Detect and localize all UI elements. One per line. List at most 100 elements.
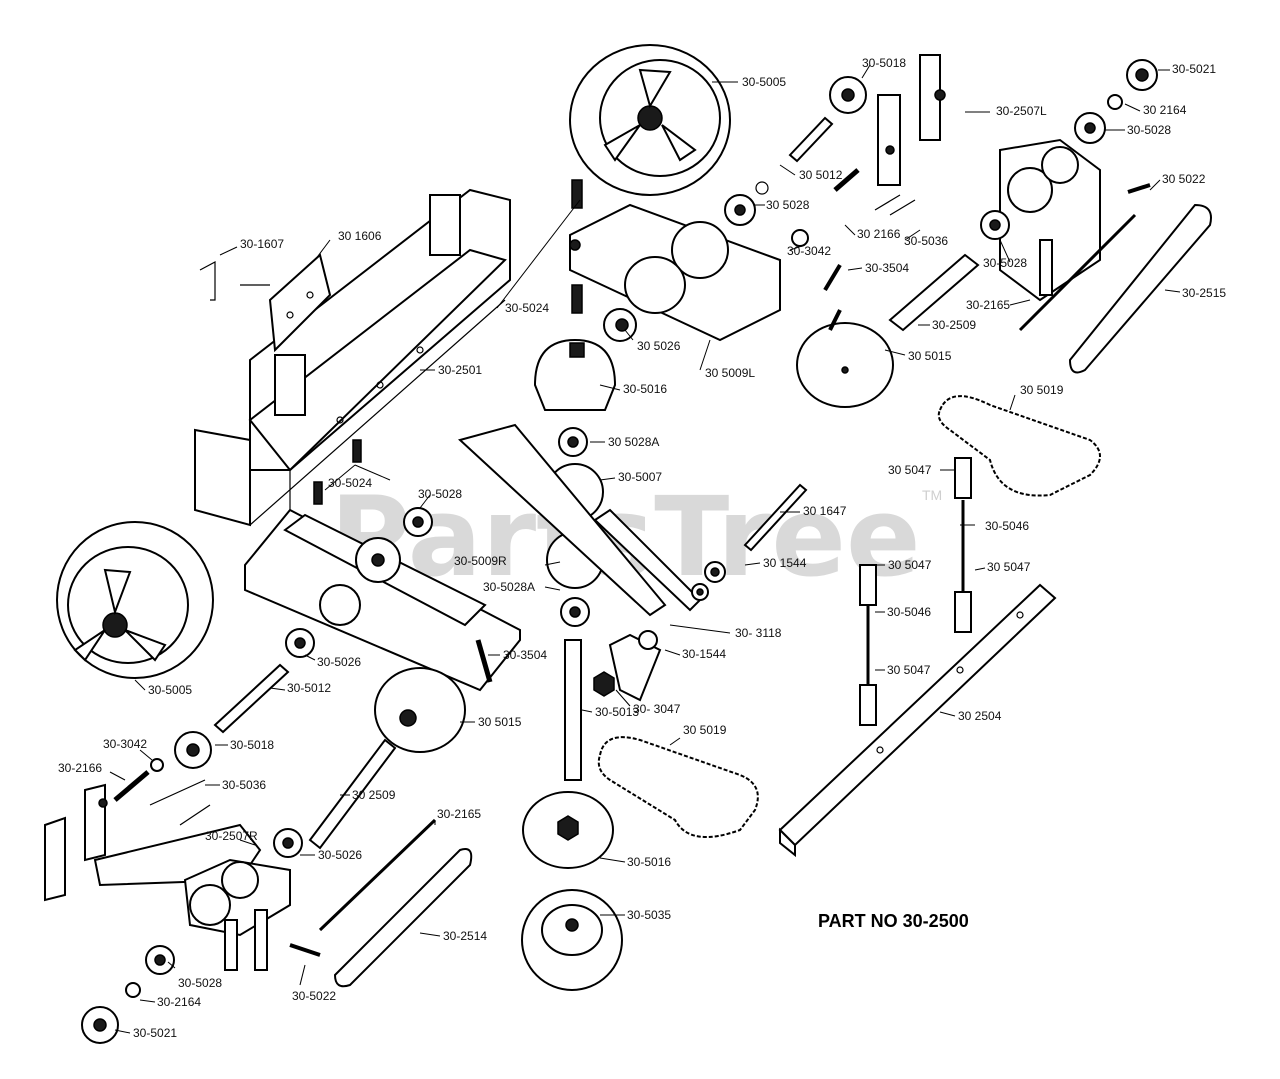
roller-5028-a [724, 194, 756, 226]
roller-5028-top-right [1074, 112, 1106, 144]
label-30-5028-bottom: 30-5028 [178, 976, 222, 990]
label-30-5047-right: 30 5047 [987, 560, 1031, 574]
sprocket-1544-a [704, 561, 726, 583]
label-30-5028-center: 30-5028 [418, 487, 462, 501]
sprocket-5021-bottom [81, 1006, 119, 1044]
label-30-5018-left: 30-5018 [230, 738, 274, 752]
label-30-5016-top: 30-5016 [623, 382, 667, 396]
label-30-5005-left: 30-5005 [148, 683, 192, 697]
label-30-3504-left: 30-3504 [503, 648, 547, 662]
label-30-5028A-center: 30-5028A [483, 580, 535, 594]
label-30-5046-center: 30-5046 [887, 605, 931, 619]
label-30-5022-top: 30 5022 [1162, 172, 1206, 186]
roller-5026-a [603, 308, 637, 342]
bolt-3504-left [475, 639, 493, 683]
label-30-5047-top: 30 5047 [888, 463, 932, 477]
label-30-5028-top-center: 30 5028 [766, 198, 810, 212]
label-30-2507L: 30-2507L [996, 104, 1047, 118]
spring-stack-center [859, 564, 877, 726]
housing-right-bottom [183, 858, 291, 971]
arm-assembly [457, 423, 702, 617]
label-30-2509-top: 30-2509 [932, 318, 976, 332]
label-30-5007: 30-5007 [618, 470, 662, 484]
sprocket-5018-top [829, 76, 867, 114]
label-30-2514: 30-2514 [443, 929, 487, 943]
label-30-5026-bottom: 30-5026 [318, 848, 362, 862]
plate-1606 [268, 253, 332, 353]
label-30-5015-top: 30 5015 [908, 349, 952, 363]
label-30-3118: 30- 3118 [735, 626, 782, 640]
housing-5009L [569, 203, 781, 342]
disc-5015-left [374, 667, 466, 753]
pulley-center-b [319, 584, 361, 626]
part-number-title: PART NO 30-2500 [818, 911, 969, 931]
roller-5028-right-mid [980, 210, 1010, 240]
sprocket-5018-left [174, 731, 212, 769]
label-30-1607: 30-1607 [240, 237, 284, 251]
label-30-2507R: 30-2507R [205, 829, 258, 843]
spring-5036-left [149, 779, 211, 826]
label-30-2166-top: 30 2166 [857, 227, 901, 241]
label-30-5026-left: 30-5026 [317, 655, 361, 669]
label-30-2164-top: 30 2164 [1143, 103, 1187, 117]
wheel-5005-left [56, 521, 214, 679]
nut-3047 [593, 671, 615, 697]
disc-5015-top [796, 322, 894, 408]
label-30-5024-top: 30-5024 [505, 301, 549, 315]
link-5013 [564, 639, 582, 781]
bolt-1647 [743, 483, 808, 552]
label-30-3042-top: 30-3042 [787, 244, 831, 258]
label-30-5028-right-mid: 30-5028 [983, 256, 1027, 270]
bracket-2507R [44, 783, 262, 902]
label-30-2515: 30-2515 [1182, 286, 1226, 300]
label-30-5036-top: 30-5036 [904, 234, 948, 248]
chain-5019-top [937, 395, 1101, 497]
label-30-5026-top: 30 5026 [637, 339, 681, 353]
label-30-5015-left: 30 5015 [478, 715, 522, 729]
label-30-1606: 30 1606 [338, 229, 382, 243]
sprocket-5021-top [1126, 59, 1158, 91]
label-30-5019-bottom: 30 5019 [683, 723, 727, 737]
label-30-2509-left: 30 2509 [352, 788, 396, 802]
label-30-5028-top-right: 30-5028 [1127, 123, 1171, 137]
label-30-5035: 30-5035 [627, 908, 671, 922]
label-30-2166-left: 30-2166 [58, 761, 102, 775]
shaft-2509-left [308, 738, 397, 850]
spring-2166-left [113, 770, 150, 802]
spring-5024-center [313, 439, 362, 505]
label-30-5005-top: 30-5005 [742, 75, 786, 89]
label-30-5018-top: 30-5018 [862, 56, 906, 70]
roller-5026-bottom [273, 828, 303, 858]
label-30-2501: 30-2501 [438, 363, 482, 377]
roller-5028-center [403, 507, 433, 537]
label-30-5022-bottom: 30-5022 [292, 989, 336, 1003]
label-30-5021-bottom: 30-5021 [133, 1026, 177, 1040]
rod-2165-bottom [318, 818, 437, 932]
rod-2165-top [1018, 213, 1137, 332]
label-30-5012-left: 30-5012 [287, 681, 331, 695]
label-30-2504: 30 2504 [958, 709, 1002, 723]
label-30-5009L: 30 5009L [705, 366, 755, 380]
chain-5019-bottom [597, 736, 759, 838]
roller-5028A-top [558, 427, 588, 457]
label-30-5009R: 30-5009R [454, 554, 507, 568]
shaft-5012-left [213, 663, 290, 734]
label-30-3504-top: 30-3504 [865, 261, 909, 275]
label-30-5047-center: 30 5047 [888, 558, 932, 572]
roller-5028-bottom [145, 945, 175, 975]
washer-2164-bottom [125, 982, 141, 998]
spring-2166-top [833, 168, 860, 192]
label-30-2165-bottom: 30-2165 [437, 807, 481, 821]
trademark-text: TM [922, 487, 942, 503]
shaft-2509-top [888, 253, 980, 332]
label-30-1647: 30 1647 [803, 504, 847, 518]
beam-2504 [778, 583, 1057, 858]
nut-3042-a [791, 229, 809, 247]
spring-5024-top [571, 179, 583, 314]
sprocket-5016-bottom [522, 791, 614, 869]
leader-lines [109, 64, 1181, 1034]
label-30-5024-center: 30-5024 [328, 476, 372, 490]
label-30-5047-lower: 30 5047 [887, 663, 931, 677]
wheel-5005-top [569, 44, 731, 196]
bracket-2507L [877, 54, 946, 186]
